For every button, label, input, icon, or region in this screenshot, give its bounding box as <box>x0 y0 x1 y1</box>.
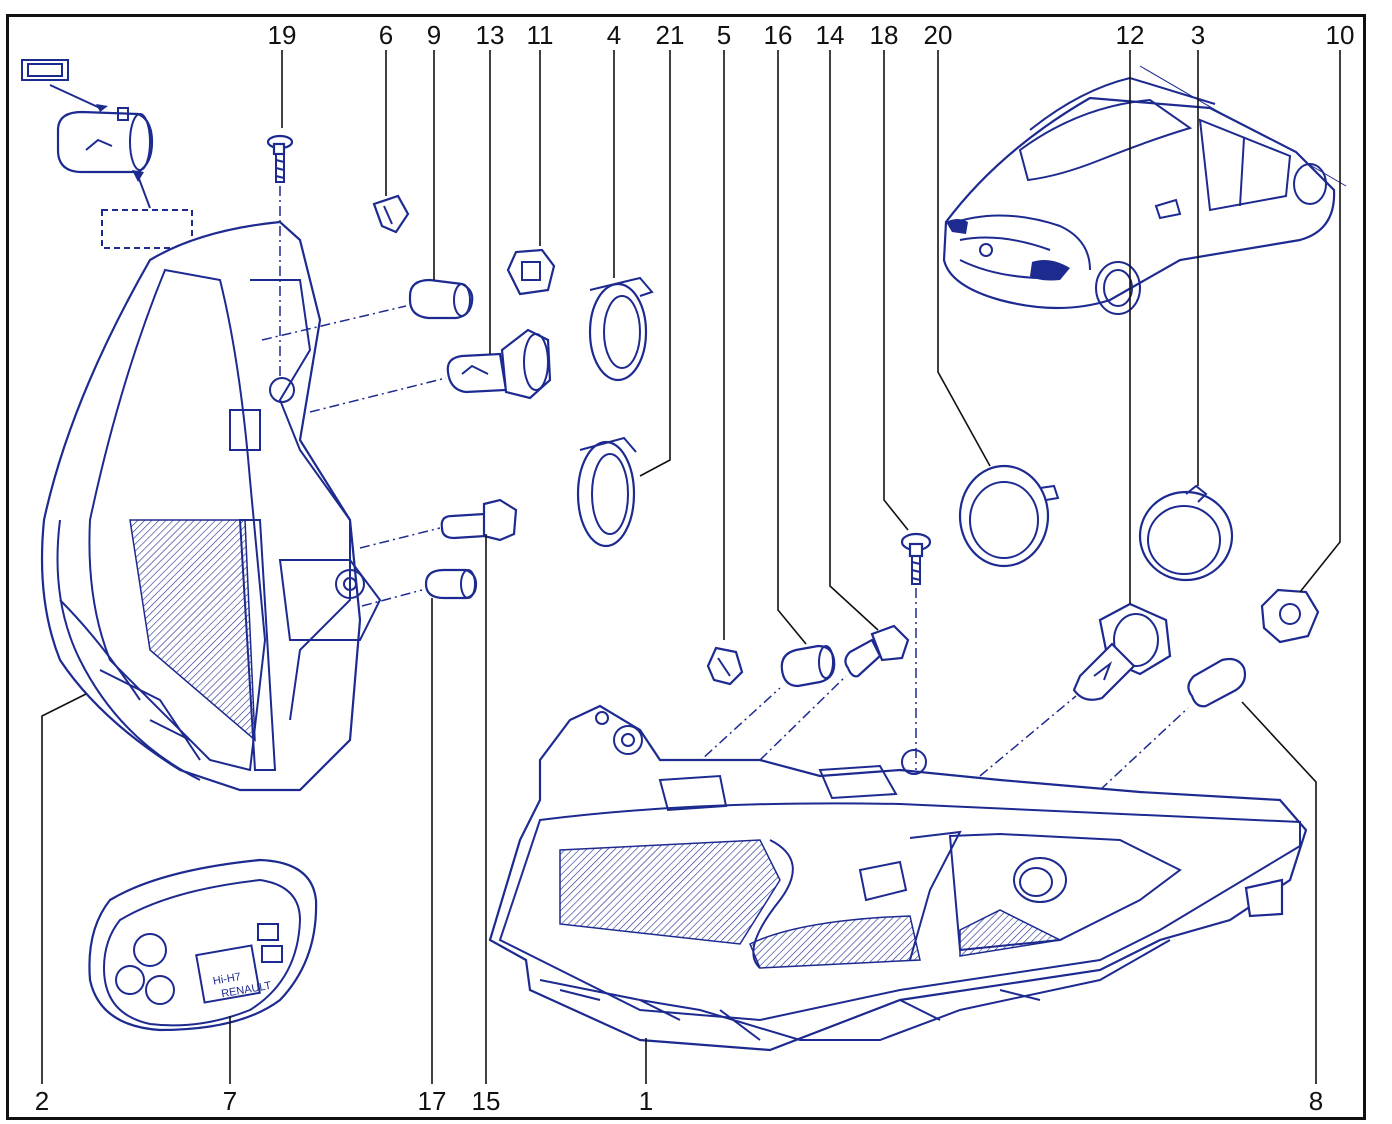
leader-lines <box>41 50 1341 1084</box>
callout-labels-bottom: 2 7 17 15 1 8 <box>35 1086 1323 1116</box>
bulb-15 <box>359 498 518 549</box>
callout-14: 14 <box>816 20 845 50</box>
bulb-16 <box>689 644 836 771</box>
bulb-14 <box>759 624 910 761</box>
cap-20 <box>958 464 1060 568</box>
callout-3: 3 <box>1191 20 1205 50</box>
bulb-box-label: Hi-H7 <box>212 971 242 988</box>
bulb-12 <box>979 602 1172 777</box>
screw-19 <box>266 134 294 380</box>
callout-16: 16 <box>764 20 793 50</box>
callout-1: 1 <box>639 1086 653 1116</box>
clip-5 <box>706 646 744 686</box>
callout-13: 13 <box>476 20 505 50</box>
callout-12: 12 <box>1116 20 1145 50</box>
callout-17: 17 <box>418 1086 447 1116</box>
cap-21 <box>576 436 637 548</box>
callout-8: 8 <box>1309 1086 1323 1116</box>
bulb-8 <box>1099 657 1247 791</box>
callout-15: 15 <box>472 1086 501 1116</box>
headlamp-left <box>40 220 382 792</box>
callout-11: 11 <box>527 20 554 50</box>
callout-4: 4 <box>607 20 621 50</box>
callout-7: 7 <box>223 1086 237 1116</box>
car-illustration <box>942 65 1347 315</box>
socket-11 <box>506 248 556 296</box>
screw-18 <box>900 532 932 770</box>
clip-6 <box>372 194 410 234</box>
callout-9: 9 <box>427 20 441 50</box>
bulb-box-7: Hi-H7 RENAULT <box>88 858 318 1032</box>
bulb-inset <box>21 59 193 249</box>
callout-20: 20 <box>924 20 953 50</box>
callout-5: 5 <box>717 20 731 50</box>
callout-6: 6 <box>379 20 393 50</box>
callout-19: 19 <box>268 20 297 50</box>
bulb-13 <box>309 328 552 413</box>
headlamp-right <box>488 704 1308 1052</box>
callout-10: 10 <box>1326 20 1355 50</box>
callout-18: 18 <box>870 20 899 50</box>
callout-2: 2 <box>35 1086 49 1116</box>
callout-21: 21 <box>656 20 685 50</box>
cap-3 <box>1138 484 1234 582</box>
bulb-9 <box>261 278 474 341</box>
cap-4 <box>588 276 654 382</box>
socket-10 <box>1260 588 1320 644</box>
callout-labels-top: 19 6 9 13 11 4 21 5 16 14 18 20 12 3 10 <box>268 20 1355 50</box>
bulb-17 <box>361 568 478 607</box>
